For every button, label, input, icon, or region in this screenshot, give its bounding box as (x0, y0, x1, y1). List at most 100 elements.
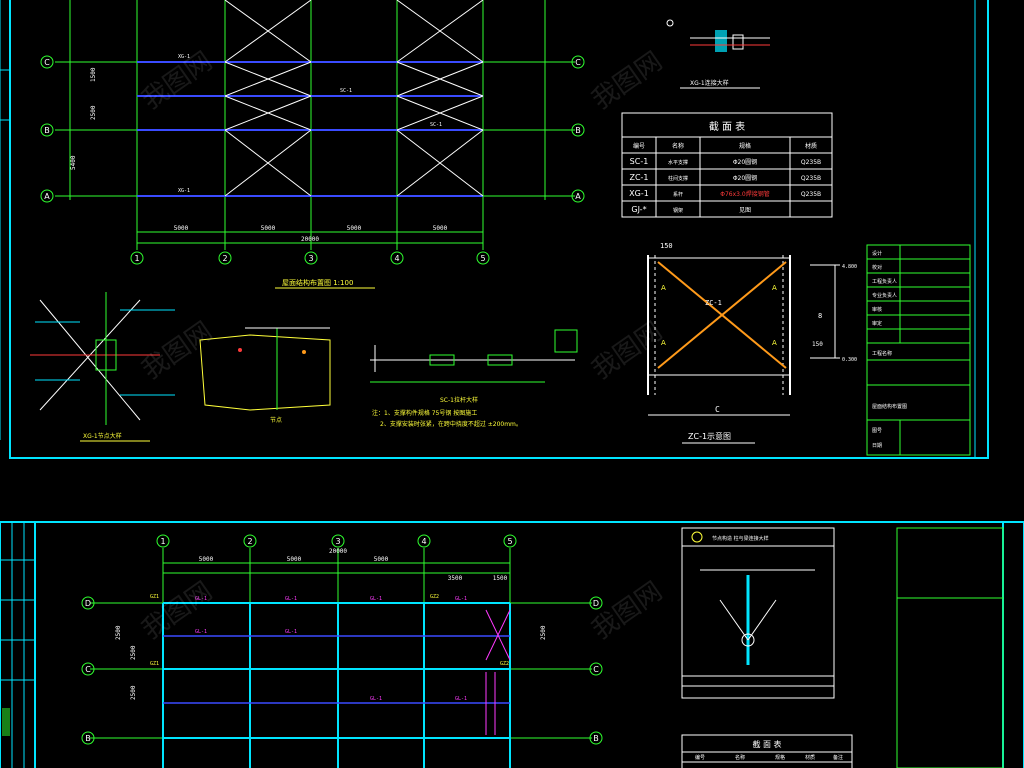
plan-title: 屋面结构布置图 1:100 (282, 278, 353, 287)
detail-title: SC-1拉杆大样 (440, 396, 478, 404)
dim-label: 8 (818, 312, 822, 320)
title-row: 设计 (872, 250, 882, 257)
watermark-text: 我图网 (137, 316, 218, 385)
title-row: 工程负责人 (872, 278, 897, 285)
dim-label: C (715, 405, 720, 414)
span-dim: 5000 (287, 556, 302, 563)
axis-row-label: B (44, 126, 50, 135)
left-dim: 2500 (540, 625, 547, 640)
title-row: 校对 (872, 264, 882, 271)
table-header: 编号 (695, 754, 705, 761)
table-cell: GJ-* (631, 205, 646, 214)
detail-title: 节点 (270, 416, 282, 424)
column-label: GZ1 (150, 594, 159, 600)
detail-3: SC-1拉杆大样 注：1、支撑构件规格 75号钢 按图施工 2、支撑安装时张紧，… (370, 329, 578, 428)
table-cell: 见图 (739, 207, 751, 214)
table-header: 规格 (775, 754, 785, 761)
detail-2: 节点 (199, 327, 331, 424)
dim-label: 150 (660, 242, 673, 250)
table-header: 名称 (735, 754, 745, 761)
table-cell: 系杆 (673, 191, 683, 198)
watermark: 我图网 我图网 我图网 我图网 我图网 我图网 (137, 46, 668, 645)
left-dim: 2500 (130, 645, 137, 660)
column-label: GZ2 (430, 594, 439, 600)
sheet1-outer-frame (9, 0, 989, 459)
table-cell: Φ76x3.0焊接钢管 (720, 190, 769, 198)
axis-col-label: 2 (222, 254, 227, 263)
detail-title: XG-1节点大样 (83, 432, 122, 440)
watermark-text: 我图网 (587, 576, 668, 645)
member-label: XG-1 (178, 54, 190, 60)
detail-1: XG-1节点大样 (30, 292, 175, 442)
member-label: GL-1 (455, 596, 467, 602)
axis-col-label: 4 (394, 254, 399, 263)
axis-row-label: C (44, 58, 50, 67)
member-label: XG-1 (178, 188, 190, 194)
table-cell: Φ20圆钢 (733, 174, 757, 182)
table-cell: Q235B (801, 159, 821, 166)
table-cell: 水平支撑 (668, 159, 688, 166)
weld-mark: A (772, 339, 777, 347)
sheet1-grid-columns (69, 0, 546, 250)
span-dim: 5000 (199, 556, 214, 563)
axis-col-label: 1 (160, 537, 165, 546)
sheet2-grid (90, 548, 592, 768)
axis-row-label: A (575, 192, 581, 201)
axis-row-label: C (85, 665, 91, 674)
span-dim: 1500 (493, 575, 508, 582)
axis-col-label: 1 (134, 254, 139, 263)
left-dim: 2500 (90, 105, 97, 120)
left-dim: 2500 (130, 685, 137, 700)
member-label: GL-1 (370, 696, 382, 702)
detail-title: 节点构造 柱与梁连接大样 (712, 535, 769, 542)
axis-row-label: B (575, 126, 581, 135)
sheet2-beams (162, 602, 511, 768)
axis-col-label: 4 (421, 537, 426, 546)
weld-mark: A (661, 339, 666, 347)
axis-col-label: 5 (507, 537, 512, 546)
left-dim: 2500 (115, 625, 122, 640)
axis-col-label: 3 (308, 254, 313, 263)
sheet1-axis-col-bubbles (130, 251, 490, 265)
member-label: SC-1 (340, 88, 352, 94)
span-dim: 5000 (433, 225, 448, 232)
table-header: 编号 (633, 142, 645, 150)
table-title: 截 面 表 (752, 739, 781, 749)
sheet-2: 1 2 3 4 5 D C B D C B 5000 5000 5000 350… (0, 521, 1024, 768)
member-label: GL-1 (370, 596, 382, 602)
member-label: GL-1 (285, 629, 297, 635)
title-row: 屋面结构布置图 (872, 403, 907, 410)
diagram-title: ZC-1示意图 (688, 431, 731, 441)
weld-mark: A (661, 284, 666, 292)
table-title: 截 面 表 (709, 120, 745, 133)
table-cell: ZC-1 (629, 173, 648, 182)
span-dim: 5000 (261, 225, 276, 232)
connection-detail: 节点构造 柱与梁连接大样 (681, 527, 835, 699)
table-header: 材质 (805, 142, 817, 150)
title-row: 审定 (872, 320, 882, 327)
span-dim: 3500 (448, 575, 463, 582)
member-label: GL-1 (195, 629, 207, 635)
sheet1-bottom-dims (137, 231, 483, 244)
table-header: 备注 (833, 754, 843, 761)
left-dim: 1500 (90, 67, 97, 82)
axis-row-label: B (85, 734, 91, 743)
left-dim: 5400 (70, 155, 77, 170)
axis-row-label: C (575, 58, 581, 67)
table-cell: XG-1 (629, 189, 649, 198)
note-line: 注：1、支撑构件规格 75号钢 按图施工 (372, 409, 477, 417)
member-label: SC-1 (430, 122, 442, 128)
weld-mark: A (772, 284, 777, 292)
table-cell: Q235B (801, 175, 821, 182)
total-dim: 20000 (329, 548, 347, 555)
title-block: 设计 校对 工程负责人 专业负责人 审核 审定 工程名称 屋面结构布置图 图号 … (866, 244, 971, 456)
sheet-1: C B A C B A 1 2 3 4 5 5000 5000 5000 500… (0, 0, 989, 459)
title-row: 工程名称 (872, 350, 892, 357)
table-cell: 钢架 (673, 207, 683, 214)
member-label: GL-1 (195, 596, 207, 602)
axis-col-label: 5 (480, 254, 485, 263)
table-cell: Q235B (801, 191, 821, 198)
span-dim: 5000 (347, 225, 362, 232)
table-cell: SC-1 (630, 157, 649, 166)
span-dim: 5000 (374, 556, 389, 563)
